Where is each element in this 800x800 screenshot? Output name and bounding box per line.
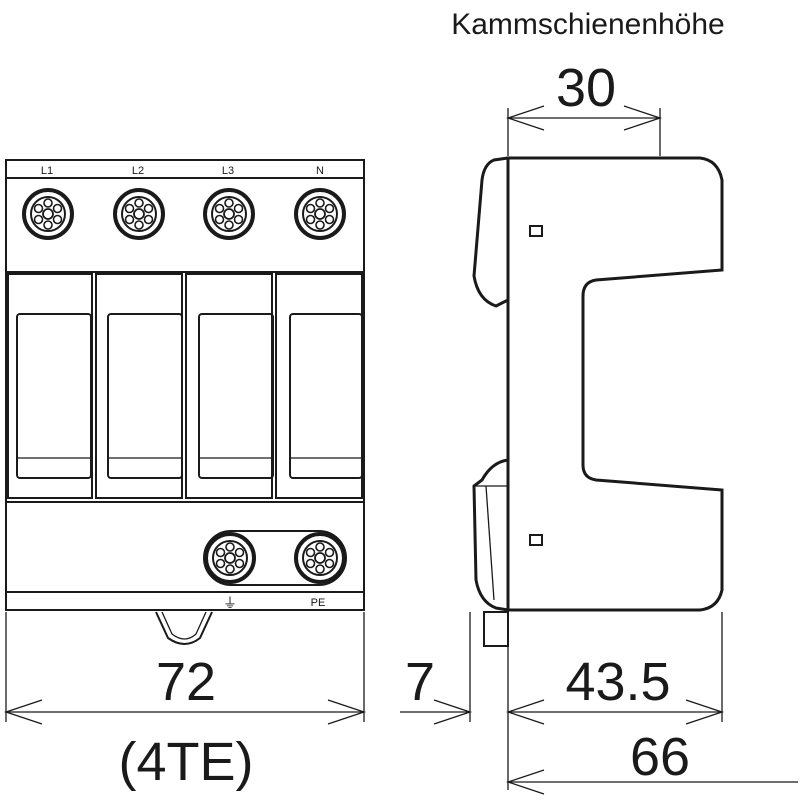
dimension-label-modules: (4TE) [119, 732, 254, 792]
screw-terminal-icon [113, 188, 165, 240]
dimension-label-depth-total: 66 [630, 727, 690, 787]
screw-terminal-icon [294, 188, 346, 240]
ground-icon: ⏚ [223, 595, 237, 611]
dimension-label-rail-offset: 7 [405, 652, 435, 712]
pe-label: PE [311, 597, 326, 609]
dimension-comb-height: 30 [505, 58, 663, 156]
screw-terminal-icon [203, 188, 255, 240]
protection-modules [7, 273, 363, 499]
screw-terminal-icon [204, 532, 256, 584]
terminal-label-l2: L2 [132, 165, 144, 177]
terminal-label-l3: L3 [222, 165, 234, 177]
front-view: L1 L2 L3 N ⏚ PE [5, 159, 365, 645]
front-housing-outline [5, 159, 365, 611]
screw-terminal-icon [22, 188, 74, 240]
dimension-label-comb-height: 30 [556, 58, 616, 118]
dimension-depth: 7 43.5 66 [400, 612, 798, 795]
din-clip [155, 611, 213, 645]
dimension-label-width: 72 [156, 652, 216, 712]
din-rail [483, 611, 509, 647]
dimension-width: 72 (4TE) [3, 612, 367, 792]
dimension-label-depth-front: 43.5 [565, 652, 670, 712]
side-housing-outline [506, 156, 724, 612]
status-window [529, 534, 543, 546]
screw-terminal-icon [294, 532, 346, 584]
terminal-label-l1: L1 [41, 165, 53, 177]
status-window [529, 225, 543, 237]
side-view [472, 156, 724, 647]
side-view-title: Kammschienenhöhe [451, 8, 725, 41]
terminal-label-n: N [316, 165, 324, 177]
